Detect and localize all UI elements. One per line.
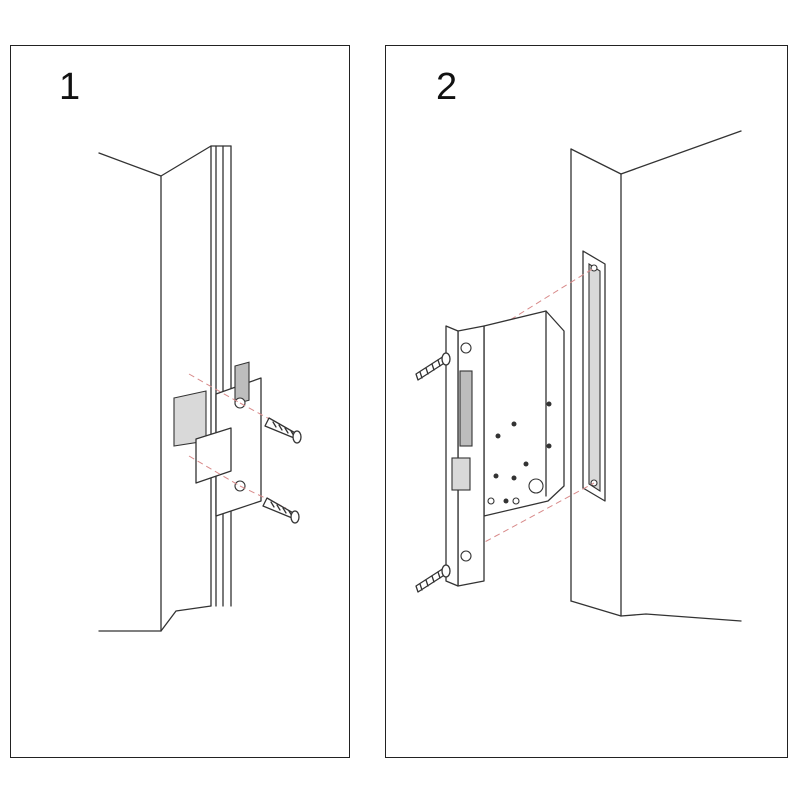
screw-icon	[262, 497, 300, 524]
door-frame-illustration	[98, 145, 302, 632]
mortise-lock-icon	[445, 310, 565, 587]
step-1-panel: 1	[10, 45, 350, 758]
door-frame-icon	[98, 145, 232, 632]
door-edge-illustration	[415, 130, 742, 622]
step-2-number: 2	[436, 66, 458, 108]
step-2-panel: 2	[385, 45, 788, 758]
strike-plate-icon	[195, 361, 262, 517]
screw-icon	[415, 352, 451, 381]
screw-icon	[415, 564, 451, 593]
step-1-number: 1	[59, 66, 81, 108]
screw-icon	[264, 417, 302, 444]
door-edge-icon	[570, 130, 742, 622]
